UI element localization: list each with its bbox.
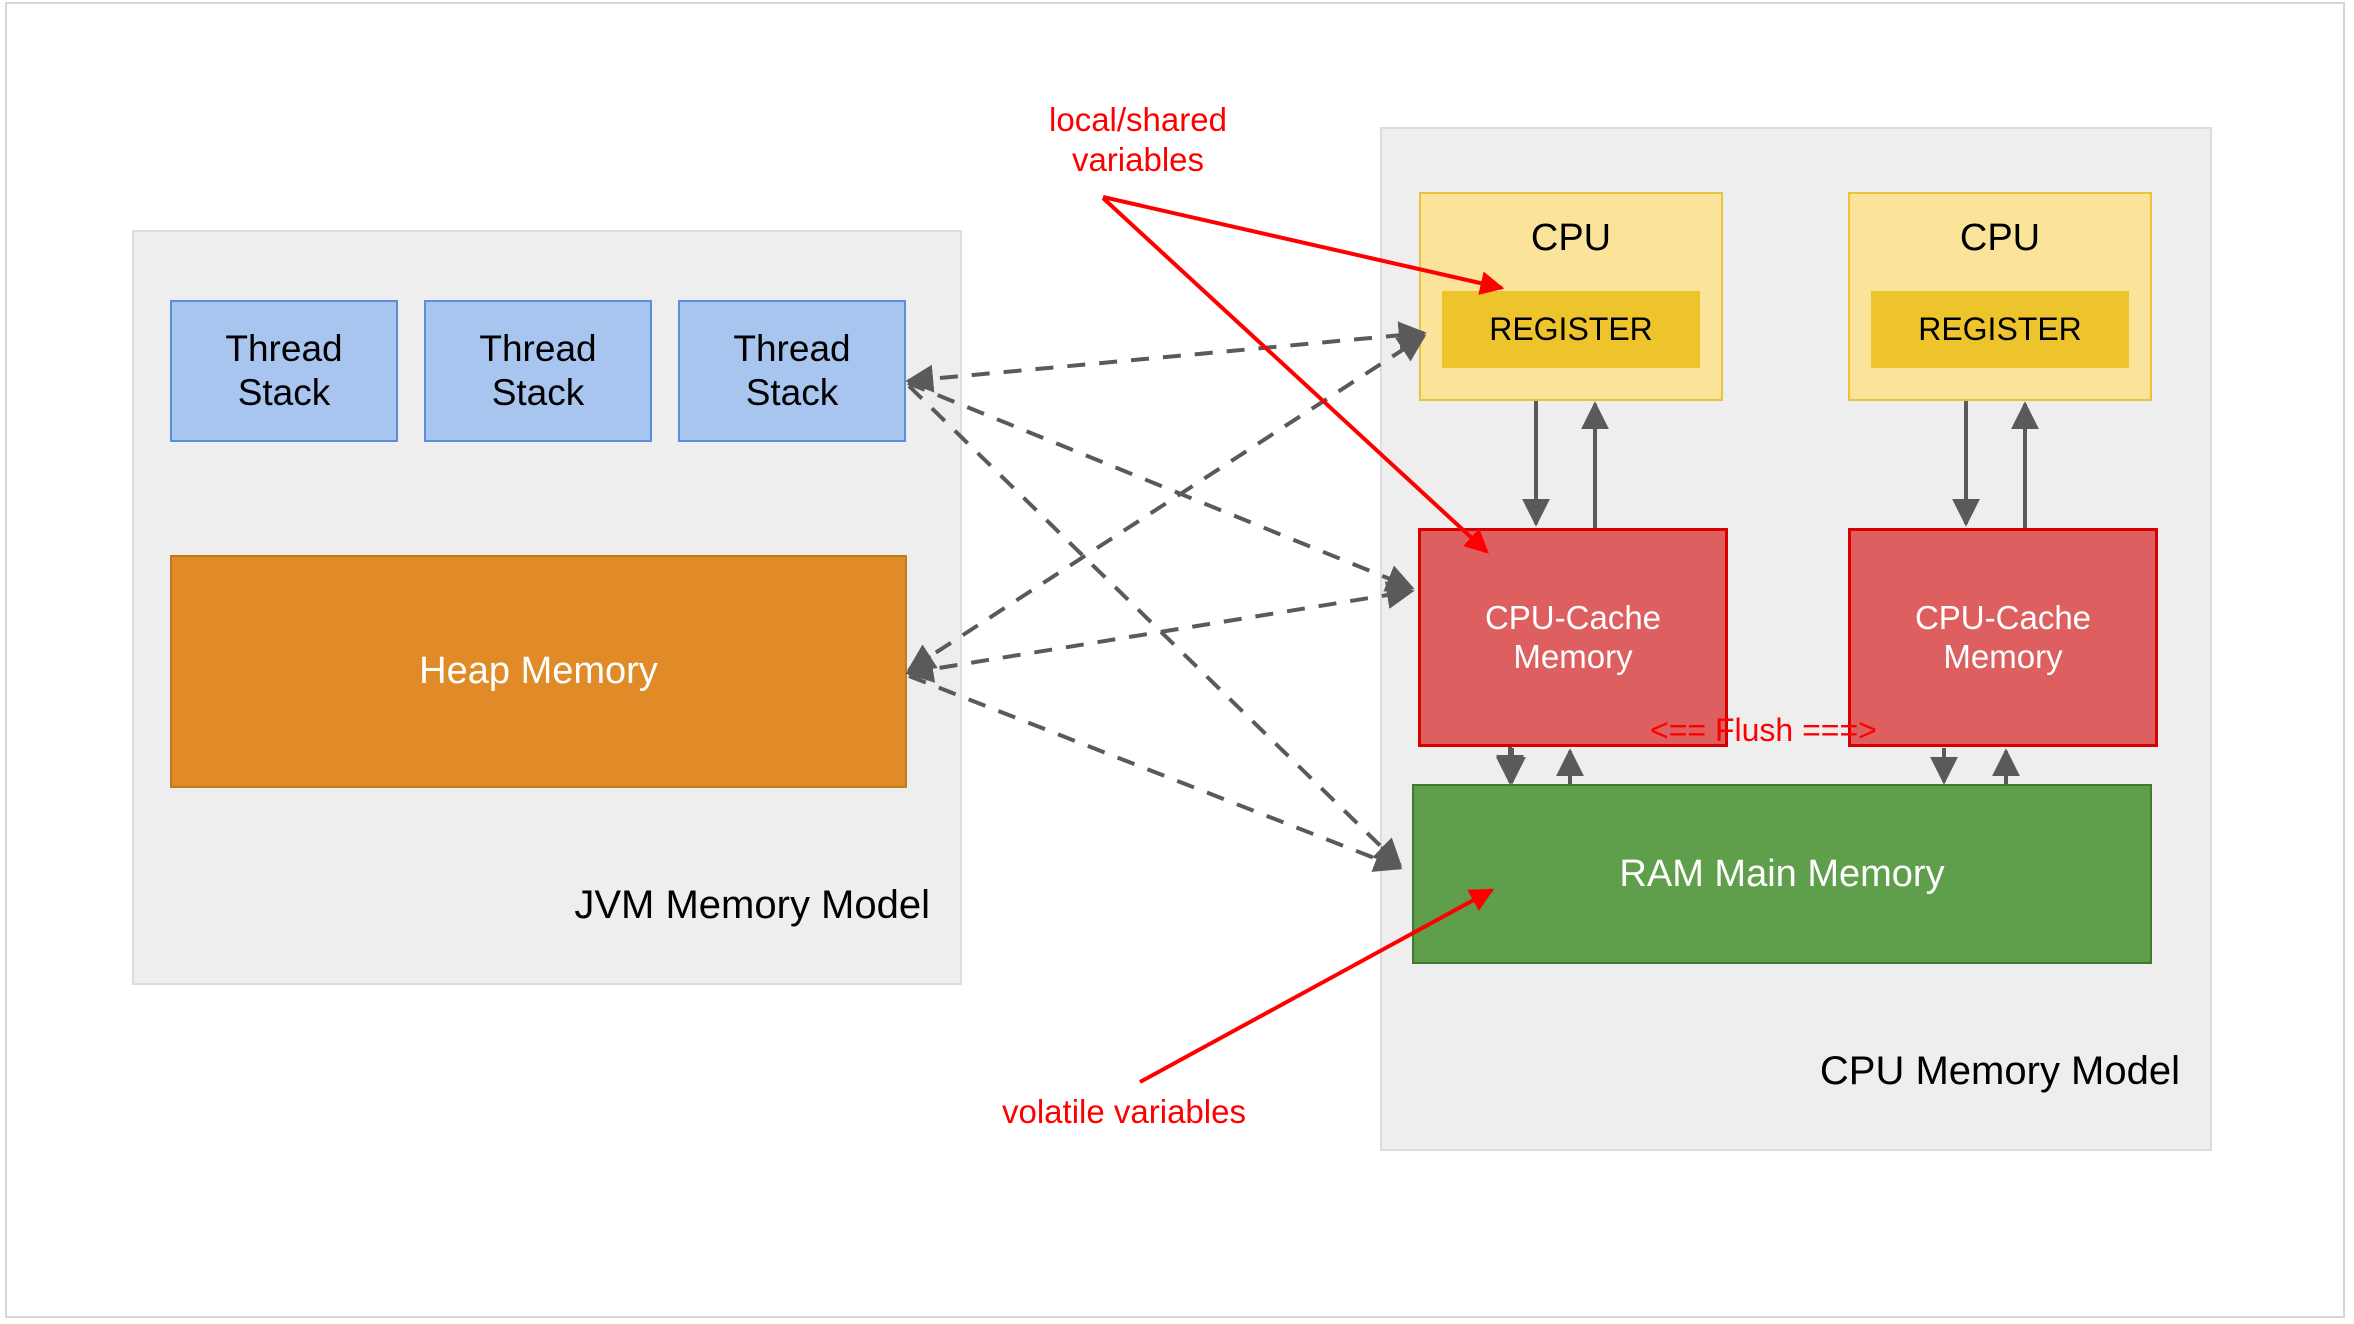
register-box-2[interactable]: REGISTER	[1871, 291, 2129, 368]
cpu-cache-memory-box-2[interactable]: CPU-Cache Memory	[1848, 528, 2158, 747]
register-box-1[interactable]: REGISTER	[1442, 291, 1700, 368]
local-shared-variables-annotation: local/shared variables	[1049, 101, 1227, 179]
volatile-variables-annotation: volatile variables	[1002, 1093, 1246, 1130]
thread-stack-box-2[interactable]: Thread Stack	[424, 300, 652, 442]
cpu-box-1-title: CPU	[1530, 217, 1612, 259]
cpu-cache-memory-box-1[interactable]: CPU-Cache Memory	[1418, 528, 1728, 747]
heap-memory-box[interactable]: Heap Memory	[170, 555, 907, 788]
cpu-box-2[interactable]: CPU REGISTER	[1848, 192, 2152, 401]
thread-stack-box-3[interactable]: Thread Stack	[678, 300, 906, 442]
cpu-panel-label: CPU Memory Model	[1819, 1049, 2180, 1093]
jvm-panel-label: JVM Memory Model	[574, 883, 930, 927]
cpu-box-2-title: CPU	[1959, 217, 2041, 259]
thread-stack-box-1[interactable]: Thread Stack	[170, 300, 398, 442]
ram-main-memory-box[interactable]: RAM Main Memory	[1412, 784, 2152, 964]
flush-label: <== Flush ===>	[1650, 712, 1877, 748]
cpu-box-1[interactable]: CPU REGISTER	[1419, 192, 1723, 401]
